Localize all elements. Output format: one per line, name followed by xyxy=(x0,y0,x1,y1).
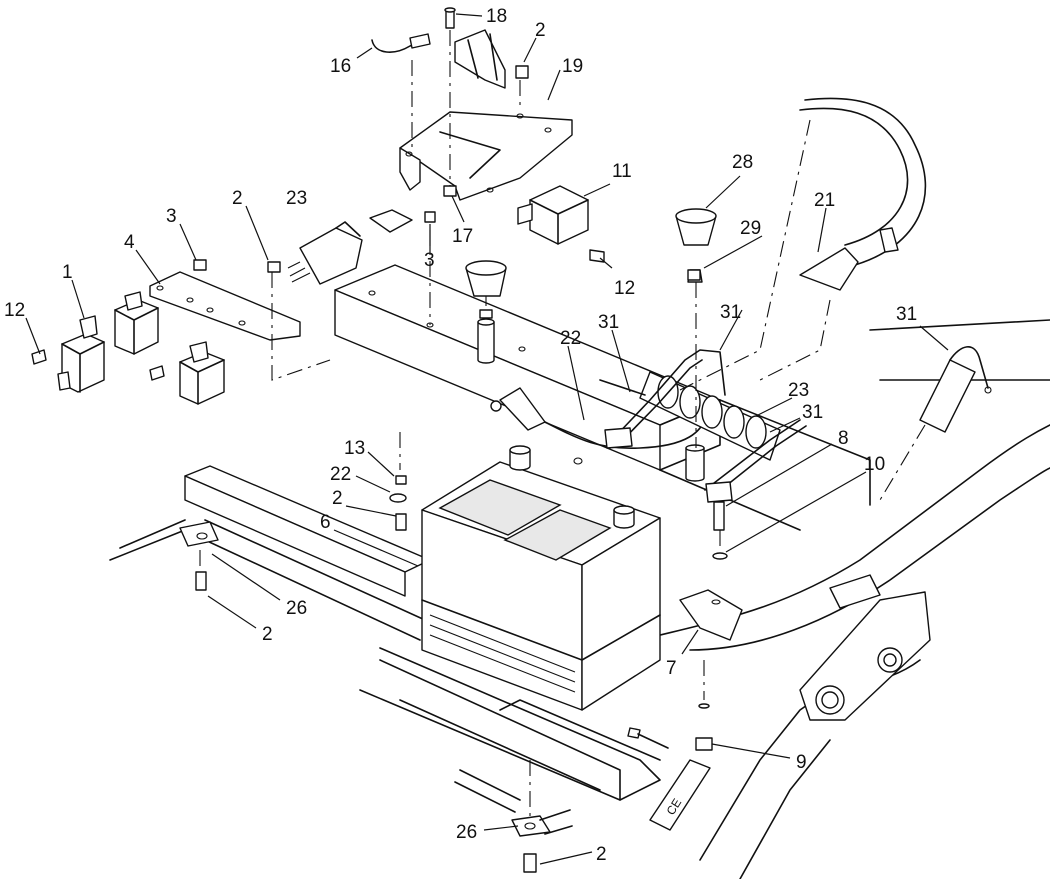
callout-22: 22 xyxy=(560,328,581,349)
callout-4: 4 xyxy=(124,232,135,253)
terminal-block-cover xyxy=(444,7,506,89)
callout-23: 23 xyxy=(788,380,809,401)
callout-13: 13 xyxy=(344,438,365,459)
callout-8: 8 xyxy=(838,428,849,449)
fuse-holder xyxy=(919,346,992,433)
relay-center xyxy=(114,291,159,355)
fasteners xyxy=(31,65,728,873)
frame-end-plate: CE xyxy=(649,759,711,831)
relay-plate xyxy=(149,271,301,341)
leader-lines xyxy=(25,13,949,865)
ground-wire xyxy=(371,33,431,53)
callout-23: 23 xyxy=(286,188,307,209)
battery-cable xyxy=(490,387,706,450)
callout-11: 11 xyxy=(612,161,632,182)
wire-connector xyxy=(287,209,413,285)
callout-31: 31 xyxy=(896,304,917,325)
callout-22: 22 xyxy=(330,464,351,485)
frame-tube xyxy=(334,264,871,531)
callout-6: 6 xyxy=(320,512,331,533)
callout-1: 1 xyxy=(62,262,73,283)
callout-26: 26 xyxy=(456,822,477,843)
callout-17: 17 xyxy=(452,226,473,247)
hold-down-clamps xyxy=(604,349,807,503)
callout-2: 2 xyxy=(596,844,607,865)
callout-28: 28 xyxy=(732,152,753,173)
callout-7: 7 xyxy=(666,658,677,679)
callout-31: 31 xyxy=(598,312,619,333)
callout-26: 26 xyxy=(286,598,307,619)
callout-2: 2 xyxy=(535,20,546,41)
callout-31: 31 xyxy=(720,302,741,323)
callout-12: 12 xyxy=(4,300,25,321)
harness-sleeve xyxy=(599,371,781,461)
battery-tray xyxy=(359,647,661,801)
callout-18: 18 xyxy=(486,6,507,27)
battery xyxy=(421,445,661,711)
callout-3: 3 xyxy=(166,206,177,227)
callout-2: 2 xyxy=(232,188,243,209)
callout-labels: 18 16 2 19 11 28 21 29 2 23 17 3 3 4 1 1… xyxy=(4,6,917,865)
relay-11 xyxy=(517,185,589,245)
callout-31: 31 xyxy=(802,402,823,423)
callout-2: 2 xyxy=(332,488,343,509)
callout-12: 12 xyxy=(614,278,635,299)
positive-cable xyxy=(799,97,927,291)
callout-29: 29 xyxy=(740,218,761,239)
callout-9: 9 xyxy=(796,752,807,773)
callout-19: 19 xyxy=(562,56,583,77)
callout-10: 10 xyxy=(864,454,885,475)
callout-21: 21 xyxy=(814,190,835,211)
callout-16: 16 xyxy=(330,56,351,77)
callout-3: 3 xyxy=(424,250,435,271)
mounting-bracket xyxy=(399,111,573,201)
tray-bracket xyxy=(679,589,743,641)
relay-1 xyxy=(57,315,105,393)
alignment-lines xyxy=(199,30,926,820)
lower-crossbar xyxy=(109,465,431,641)
callout-2: 2 xyxy=(262,624,273,645)
relay-lower xyxy=(179,341,225,405)
